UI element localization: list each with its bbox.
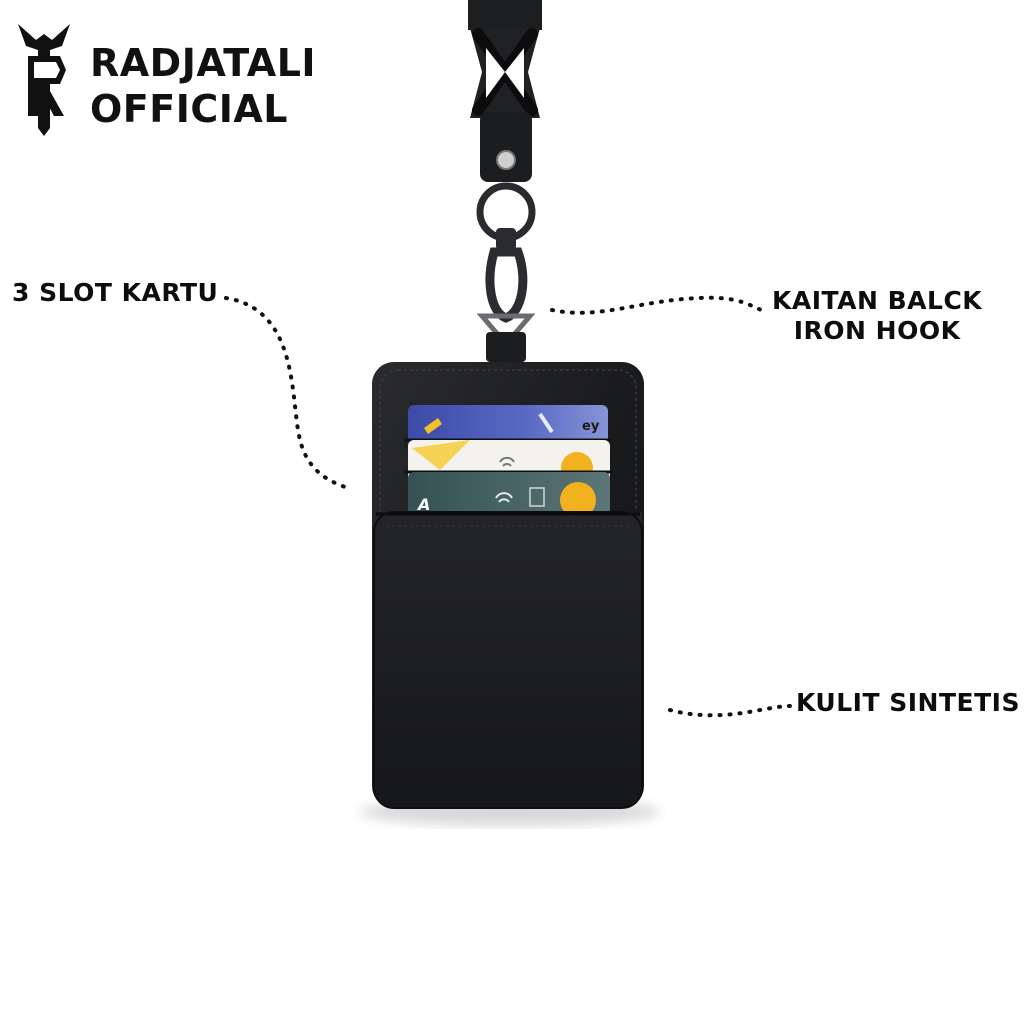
card-teal-text: A: [416, 495, 430, 514]
rt-monogram-logo: [18, 24, 70, 136]
card-teal: A: [408, 472, 610, 518]
card-blue-mark: [538, 412, 554, 434]
card-holder: ey A: [372, 362, 644, 809]
callout-slots-label: 3 SLOT KARTU: [12, 278, 219, 307]
hook-d-ring: [476, 313, 536, 348]
callout-leather-label: KULIT SINTETIS: [796, 688, 1020, 717]
hook-clasp: [485, 247, 528, 323]
callout-line-slots: [224, 296, 350, 490]
callout-hook-line1: KAITAN BALCK: [772, 286, 983, 315]
callout-line-hook: [550, 295, 768, 315]
pocket-outline: [373, 511, 643, 809]
brand-subtitle: OFFICIAL: [90, 87, 289, 131]
front-pocket: [374, 512, 642, 808]
callout-hook-label: KAITAN BALCK IRON HOOK: [772, 286, 982, 346]
card-white-stripe: [412, 440, 470, 470]
contactless-icon: [495, 492, 513, 503]
strap-cutouts: [486, 48, 524, 98]
brand-name: RADJATALI: [90, 41, 317, 85]
card-teal-logo: [560, 482, 596, 518]
strap-top: [468, 0, 542, 30]
callout-line-leather: [668, 704, 792, 718]
card-blue-stripe: [424, 418, 442, 434]
hook-swivel: [496, 228, 516, 250]
card-teal-chip: [529, 487, 545, 507]
strap-leather-tab: [480, 112, 532, 182]
brand-block: RADJATALI OFFICIAL: [10, 18, 340, 148]
callout-hook-line2: IRON HOOK: [793, 316, 961, 345]
snap-rivet: [496, 150, 516, 170]
lanyard-strap: [468, 0, 542, 182]
card-blue-text: ey: [582, 419, 600, 434]
contactless-icon: [499, 456, 515, 467]
hook-leather-loop: [486, 332, 526, 362]
iron-hook: [476, 182, 536, 362]
